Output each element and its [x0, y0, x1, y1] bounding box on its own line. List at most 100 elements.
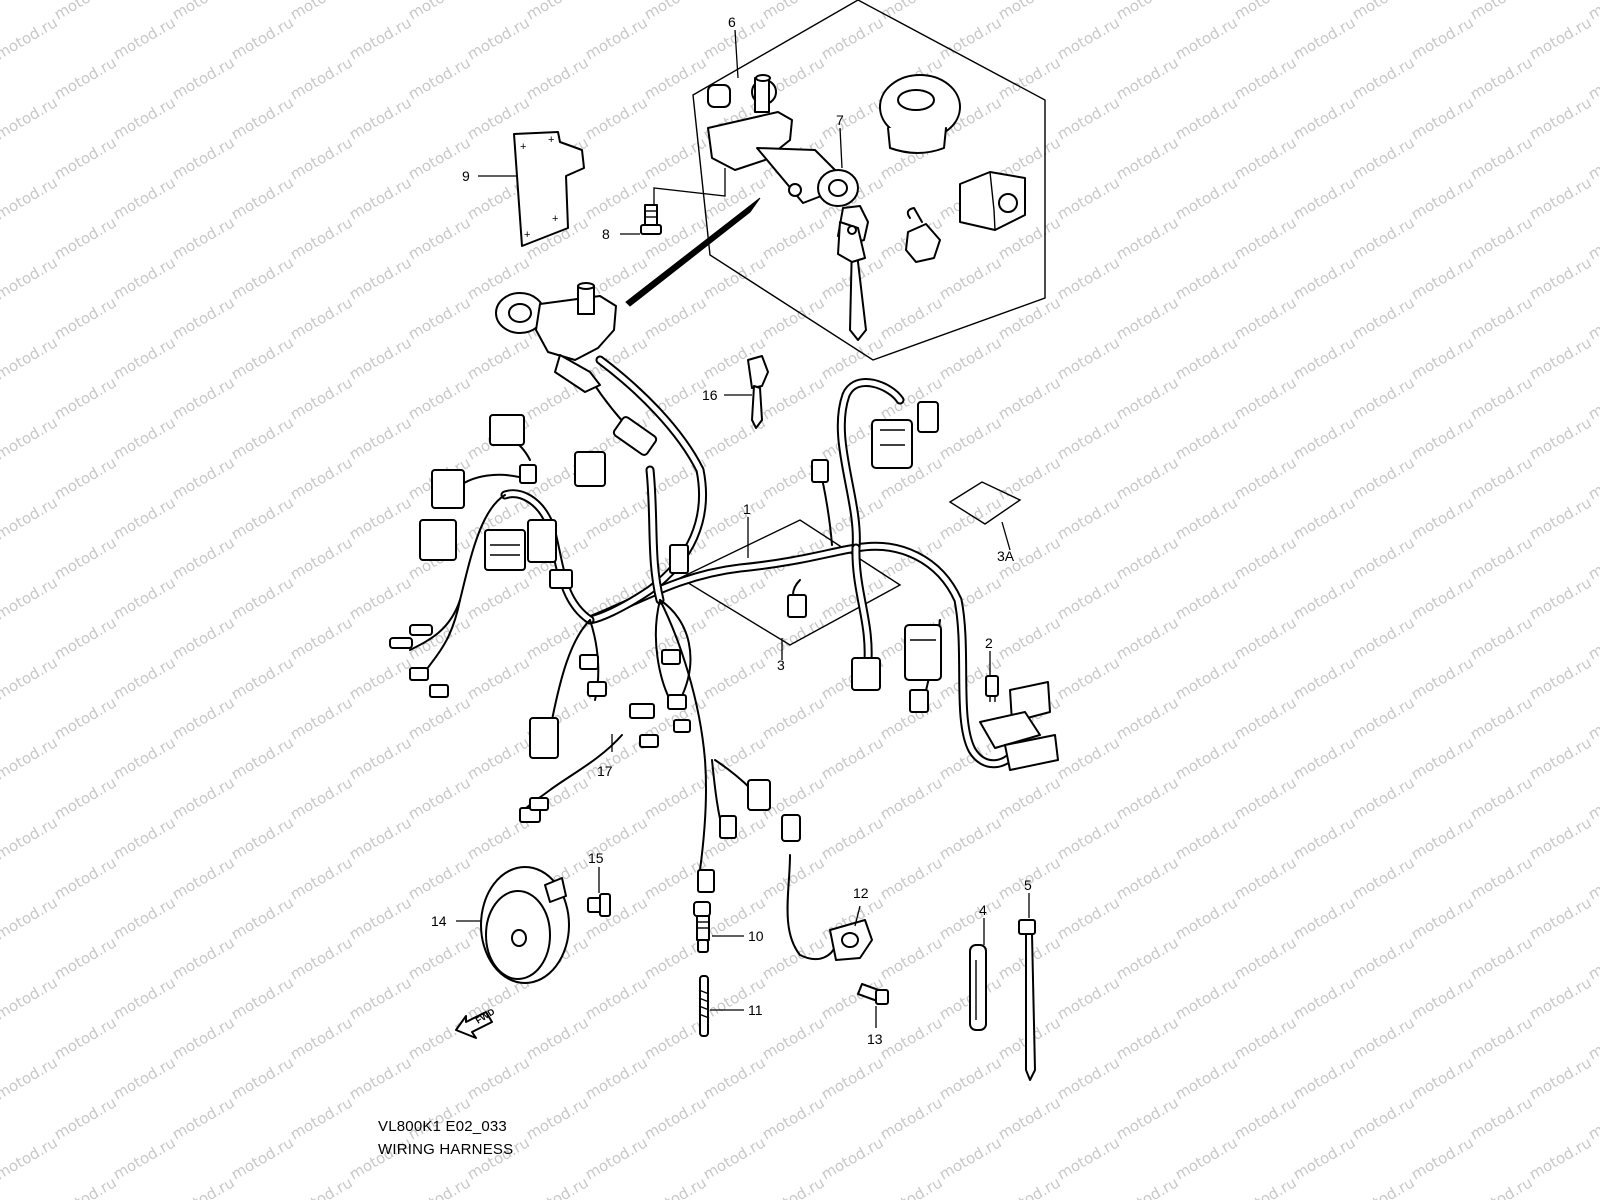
watermark-text: motod.ru: [287, 53, 356, 103]
watermark-text: motod.ru: [169, 0, 238, 23]
watermark-text: motod.ru: [228, 493, 297, 543]
watermark-text: motod.ru: [1526, 813, 1595, 863]
watermark-text: motod.ru: [641, 0, 710, 23]
watermark-text: motod.ru: [0, 733, 61, 783]
watermark-text: motod.ru: [1585, 53, 1600, 103]
horn-icon: [480, 866, 570, 984]
watermark-text: motod.ru: [1526, 653, 1595, 703]
watermark-text: motod.ru: [995, 773, 1064, 823]
watermark-text: motod.ru: [346, 93, 415, 143]
watermark-text: motod.ru: [1467, 293, 1536, 343]
callout-1: 1: [743, 501, 751, 517]
watermark-text: motod.ru: [877, 293, 946, 343]
watermark-text: motod.ru: [169, 693, 238, 743]
watermark-text: motod.ru: [110, 173, 179, 223]
watermark-text: motod.ru: [995, 1093, 1064, 1143]
watermark-text: motod.ru: [1408, 493, 1477, 543]
watermark-text: motod.ru: [1054, 173, 1123, 223]
watermark-text: motod.ru: [51, 293, 120, 343]
watermark-text: motod.ru: [169, 533, 238, 583]
watermark-text: motod.ru: [1231, 133, 1300, 183]
watermark-text: motod.ru: [1113, 373, 1182, 423]
callout-3a: 3A: [997, 548, 1015, 564]
watermark-text: motod.ru: [287, 213, 356, 263]
watermark-text: motod.ru: [1054, 253, 1123, 303]
wiring-harness: [389, 355, 1059, 961]
watermark-text: motod.ru: [0, 573, 61, 623]
watermark-text: motod.ru: [1231, 1173, 1300, 1200]
watermark-text: motod.ru: [995, 1173, 1064, 1200]
watermark-text: motod.ru: [1113, 1173, 1182, 1200]
watermark-text: motod.ru: [287, 293, 356, 343]
watermark-text: motod.ru: [346, 333, 415, 383]
watermark-text: motod.ru: [1349, 853, 1418, 903]
watermark-text: motod.ru: [1408, 333, 1477, 383]
watermark-text: motod.ru: [169, 853, 238, 903]
watermark-text: motod.ru: [464, 653, 533, 703]
ignition-key-icon: [837, 205, 869, 341]
callout-7: 7: [836, 112, 844, 128]
ignition-switch-assembly: [495, 282, 617, 393]
watermark-text: motod.ru: [1172, 653, 1241, 703]
connector: [419, 414, 606, 589]
watermark-text: motod.ru: [523, 0, 592, 23]
watermark-text: motod.ru: [1585, 133, 1600, 183]
watermark-text: motod.ru: [1467, 613, 1536, 663]
watermark-text: motod.ru: [818, 813, 887, 863]
watermark-text: motod.ru: [700, 1053, 769, 1103]
watermark-text: motod.ru: [110, 893, 179, 943]
watermark-text: motod.ru: [1408, 733, 1477, 783]
watermark-text: motod.ru: [995, 0, 1064, 23]
watermark-text: motod.ru: [110, 813, 179, 863]
watermark-text: motod.ru: [1467, 53, 1536, 103]
watermark-text: motod.ru: [1467, 0, 1536, 23]
watermark-text: motod.ru: [936, 253, 1005, 303]
watermark-text: motod.ru: [1172, 253, 1241, 303]
watermark-text: motod.ru: [1349, 693, 1418, 743]
callout-17: 17: [597, 763, 613, 779]
watermark-text: motod.ru: [51, 1013, 120, 1063]
watermark-text: motod.ru: [169, 1173, 238, 1200]
watermark-text: motod.ru: [110, 493, 179, 543]
watermark-text: motod.ru: [523, 53, 592, 103]
watermark-text: motod.ru: [1290, 813, 1359, 863]
watermark-text: motod.ru: [228, 253, 297, 303]
watermark-text: motod.ru: [1467, 133, 1536, 183]
watermark-text: motod.ru: [1467, 693, 1536, 743]
sensor-icon: [781, 814, 873, 961]
watermark-text: motod.ru: [1054, 813, 1123, 863]
watermark-text: motod.ru: [346, 893, 415, 943]
watermark-text: motod.ru: [641, 1173, 710, 1200]
watermark-text: motod.ru: [405, 693, 474, 743]
watermark-text: motod.ru: [1290, 493, 1359, 543]
watermark-text: motod.ru: [1231, 0, 1300, 23]
watermark-text: motod.ru: [818, 13, 887, 63]
watermark-text: motod.ru: [287, 1013, 356, 1063]
callout-16: 16: [702, 387, 718, 403]
watermark-text: motod.ru: [287, 693, 356, 743]
watermark-text: motod.ru: [1231, 1013, 1300, 1063]
watermark-text: motod.ru: [110, 973, 179, 1023]
watermark-text: motod.ru: [405, 613, 474, 663]
watermark-text: motod.ru: [995, 373, 1064, 423]
callout-3: 3: [777, 657, 785, 673]
watermark-text: motod.ru: [287, 773, 356, 823]
watermark-text: motod.ru: [1526, 253, 1595, 303]
watermark-text: motod.ru: [936, 813, 1005, 863]
watermark-text: motod.ru: [1349, 1173, 1418, 1200]
connector: [389, 624, 449, 698]
diagram-code: VL800K1 E02_033: [378, 1118, 507, 1135]
watermark-text: motod.ru: [0, 413, 61, 463]
switch-sensor-icon: [693, 901, 711, 953]
callout-5: 5: [1024, 877, 1032, 893]
watermark-text: motod.ru: [1113, 453, 1182, 503]
watermark-text: motod.ru: [405, 373, 474, 423]
watermark-text: motod.ru: [228, 733, 297, 783]
watermark-text: motod.ru: [1349, 1013, 1418, 1063]
watermark-text: motod.ru: [877, 773, 946, 823]
watermark-text: motod.ru: [1172, 413, 1241, 463]
watermark-text: motod.ru: [1585, 933, 1600, 983]
watermark-text: motod.ru: [1054, 333, 1123, 383]
watermark-text: motod.ru: [1526, 1133, 1595, 1183]
watermark-text: motod.ru: [1054, 893, 1123, 943]
